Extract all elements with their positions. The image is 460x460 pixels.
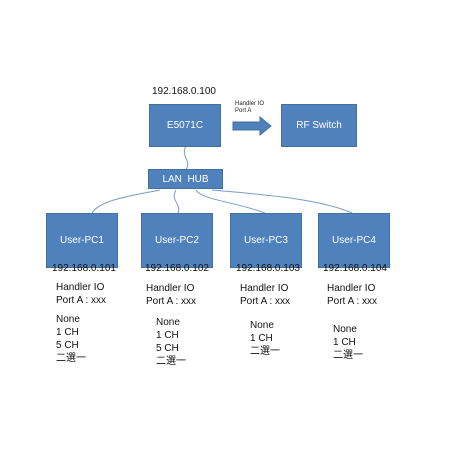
channel-item: 二選一 xyxy=(333,350,363,361)
io-line-2: Port A : xxx xyxy=(240,296,291,307)
lan-hub-box: LAN HUB xyxy=(148,169,223,189)
pc-name: User-PC2 xyxy=(155,235,199,246)
arrow-label-line1: Handler IO xyxy=(235,101,265,107)
pc-channel-list-1: None 1 CH 5 CH 二選一 xyxy=(56,313,86,365)
channel-item: None xyxy=(250,320,274,331)
hub-pc2-link xyxy=(173,189,180,214)
hub-pc3-link xyxy=(195,189,266,214)
pc-channel-list-3: None 1 CH 二選一 xyxy=(250,319,280,358)
hub-pc4-link xyxy=(211,189,353,214)
hub-pc1-link xyxy=(91,189,161,214)
analyzer-box: E5071C xyxy=(149,104,221,147)
arrow-label: Handler IO Port A xyxy=(235,101,264,115)
pc-channel-list-4: None 1 CH 二選一 xyxy=(333,323,363,362)
channel-item: 二選一 xyxy=(156,356,186,367)
channel-item: 1 CH xyxy=(333,337,356,348)
pc-io-note-3: Handler IO Port A : xxx xyxy=(240,282,290,308)
io-line-1: Handler IO xyxy=(146,283,195,294)
io-line-1: Handler IO xyxy=(56,282,105,293)
pc-name: User-PC4 xyxy=(332,235,376,246)
io-line-1: Handler IO xyxy=(240,283,289,294)
analyzer-hub-link xyxy=(183,145,189,171)
io-line-1: Handler IO xyxy=(327,283,376,294)
pc-io-note-4: Handler IO Port A : xxx xyxy=(327,282,377,308)
io-line-2: Port A : xxx xyxy=(327,296,378,307)
pc-ip-2: 192.168.0.102 xyxy=(145,263,209,274)
pc-box-2: User-PC2 xyxy=(141,213,213,268)
pc-io-note-1: Handler IO Port A : xxx xyxy=(56,281,106,307)
rf-switch-box: RF Switch xyxy=(281,104,357,147)
pc-box-3: User-PC3 xyxy=(230,213,302,268)
arrow-label-line2: Port A xyxy=(235,108,252,114)
pc-ip-3: 192.168.0.103 xyxy=(236,263,300,274)
analyzer-ip: 192.168.0.100 xyxy=(152,86,216,97)
pc-box-4: User-PC4 xyxy=(318,213,390,268)
io-line-2: Port A : xxx xyxy=(56,295,107,306)
channel-item: 1 CH xyxy=(56,327,79,338)
channel-item: 5 CH xyxy=(56,340,79,351)
channel-item: 二選一 xyxy=(56,353,86,364)
pc-ip-4: 192.168.0.104 xyxy=(323,263,387,274)
pc-ip-1: 192.168.0.101 xyxy=(52,263,116,274)
rf-switch-name: RF Switch xyxy=(296,120,342,131)
channel-item: None xyxy=(156,317,180,328)
arrow-icon xyxy=(232,115,272,137)
channel-item: None xyxy=(333,324,357,335)
pc-name: User-PC3 xyxy=(244,235,288,246)
channel-item: 1 CH xyxy=(250,333,273,344)
pc-name: User-PC1 xyxy=(60,235,104,246)
channel-item: 二選一 xyxy=(250,346,280,357)
pc-box-1: User-PC1 xyxy=(46,213,118,268)
channel-item: 5 CH xyxy=(156,343,179,354)
pc-io-note-2: Handler IO Port A : xxx xyxy=(146,282,196,308)
pc-channel-list-2: None 1 CH 5 CH 二選一 xyxy=(156,316,186,368)
channel-item: None xyxy=(56,314,80,325)
analyzer-name: E5071C xyxy=(166,120,204,131)
lan-hub-name: LAN HUB xyxy=(162,173,209,185)
channel-item: 1 CH xyxy=(156,330,179,341)
io-line-2: Port A : xxx xyxy=(146,296,197,307)
